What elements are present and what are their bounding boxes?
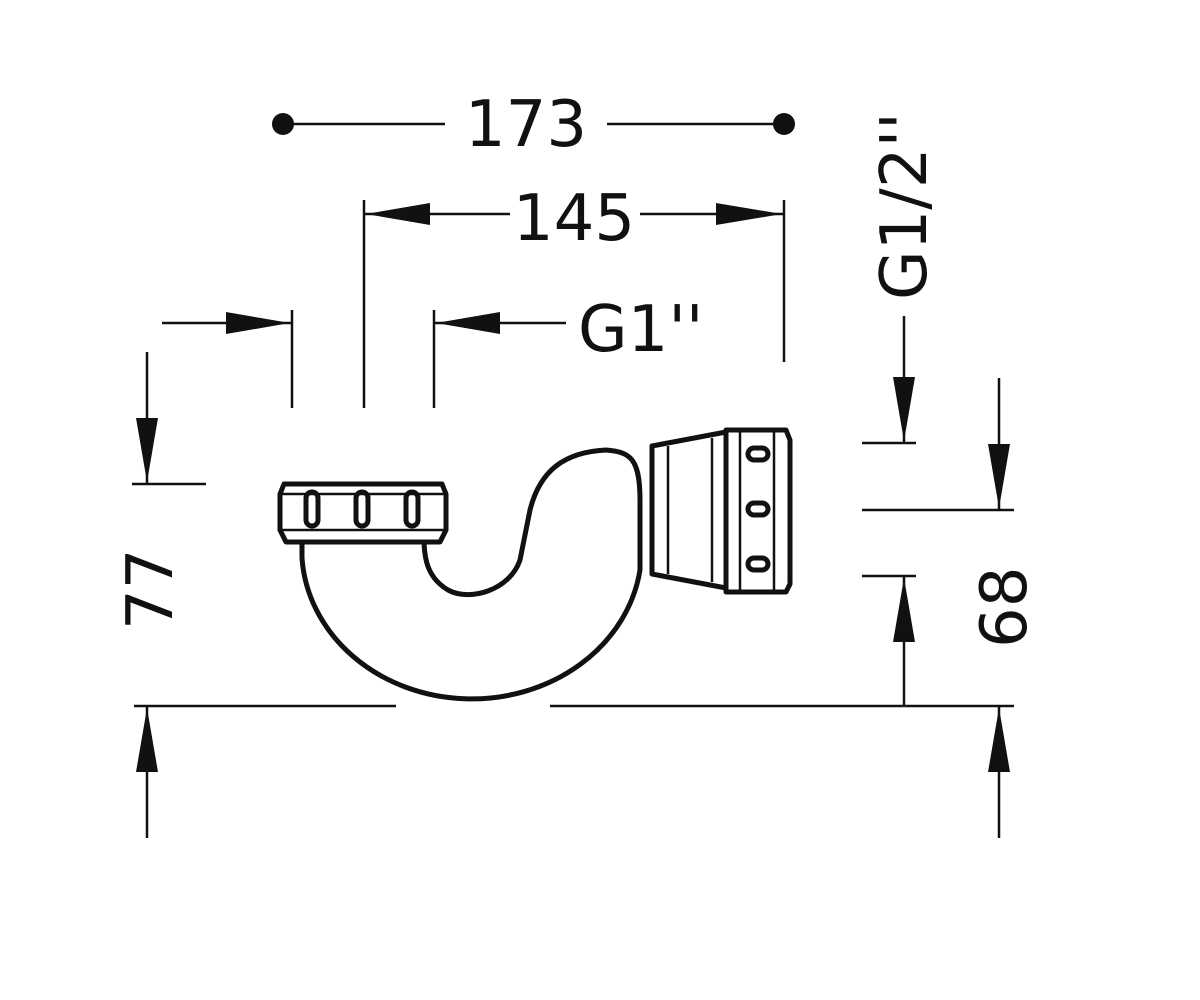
arrowhead-bottom <box>893 578 915 642</box>
arrowhead-right <box>716 203 782 225</box>
nut-rib <box>303 489 321 529</box>
arrowhead-top <box>893 377 915 441</box>
outlet-cone <box>649 429 729 591</box>
inlet-thread-label: G1'' <box>578 293 704 367</box>
nut-rib <box>745 500 771 518</box>
arrowhead-bottom <box>136 708 158 772</box>
inlet-height-label: 77 <box>114 549 188 630</box>
arrowhead-left <box>226 312 290 334</box>
nut-rib <box>353 489 371 529</box>
outlet-thread-label: G1/2'' <box>868 112 942 300</box>
siphon-body <box>277 427 793 702</box>
outlet-height-label: 68 <box>968 567 1042 648</box>
dimension-inlet-height: 77 <box>114 352 206 838</box>
dimension-outlet-height: 68 <box>862 378 1042 838</box>
arrowhead-left <box>366 203 430 225</box>
nut-rib <box>745 555 771 573</box>
nut-rib <box>745 445 771 463</box>
arrowhead-top <box>988 444 1010 508</box>
dimension-overall-width: 173 <box>272 88 795 162</box>
arrowhead-right <box>436 312 500 334</box>
dimension-outlet-thread: G1/2'' <box>862 112 942 706</box>
arrowhead-top <box>136 418 158 482</box>
outlet-spacing-label: 145 <box>513 182 635 256</box>
overall-width-label: 173 <box>465 88 587 162</box>
nut-rib <box>403 489 421 529</box>
arrowhead-bottom <box>988 708 1010 772</box>
dimension-outlet-spacing: 145 <box>362 182 786 408</box>
dimension-inlet-thread: G1'' <box>162 293 704 408</box>
trap-bend <box>299 447 643 702</box>
